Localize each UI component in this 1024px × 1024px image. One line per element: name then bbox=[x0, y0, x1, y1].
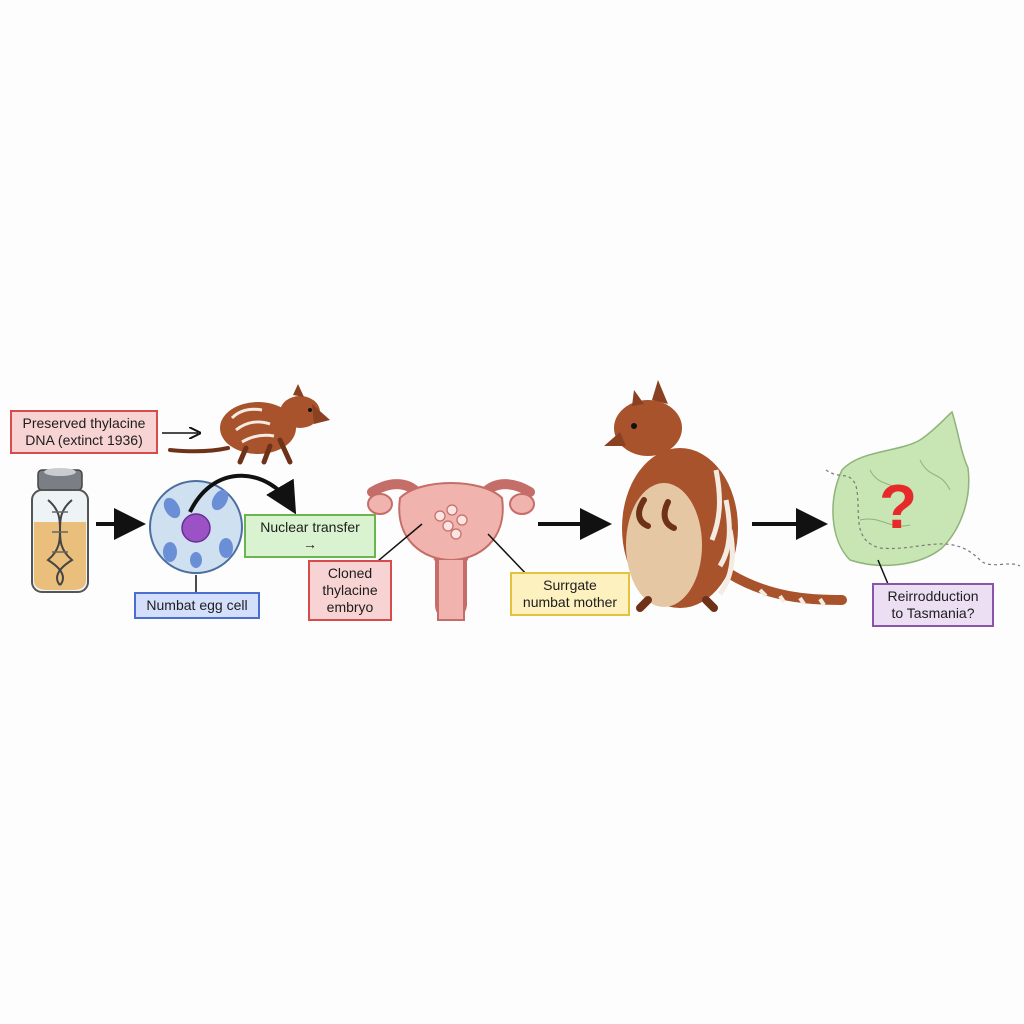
label-preserved-dna: Preserved thylacine DNA (extinct 1936) bbox=[10, 410, 158, 454]
uterus-icon bbox=[367, 479, 535, 621]
label-cloned-embryo: Cloned thylacine embryo bbox=[308, 560, 392, 621]
surrogate-numbat-icon bbox=[604, 380, 847, 612]
dna-vial-icon bbox=[31, 468, 89, 593]
label-surrogate-mother: Surrgate numbat mother bbox=[510, 572, 630, 616]
tasmania-map-icon bbox=[825, 410, 1021, 585]
small-numbat-icon bbox=[168, 384, 330, 465]
embryo-pointer bbox=[371, 523, 423, 567]
label-reintroduction: Reirrodduction to Tasmania? bbox=[872, 583, 994, 627]
egg-cell-icon bbox=[149, 480, 243, 574]
label-numbat-egg-cell: Numbat egg cell bbox=[134, 592, 260, 619]
surrogate-pointer bbox=[487, 533, 531, 579]
label-nuclear-transfer: Nuclear transfer → bbox=[244, 514, 376, 558]
nuclear-transfer-arrow bbox=[188, 473, 297, 515]
question-mark-icon: ? bbox=[879, 473, 917, 542]
